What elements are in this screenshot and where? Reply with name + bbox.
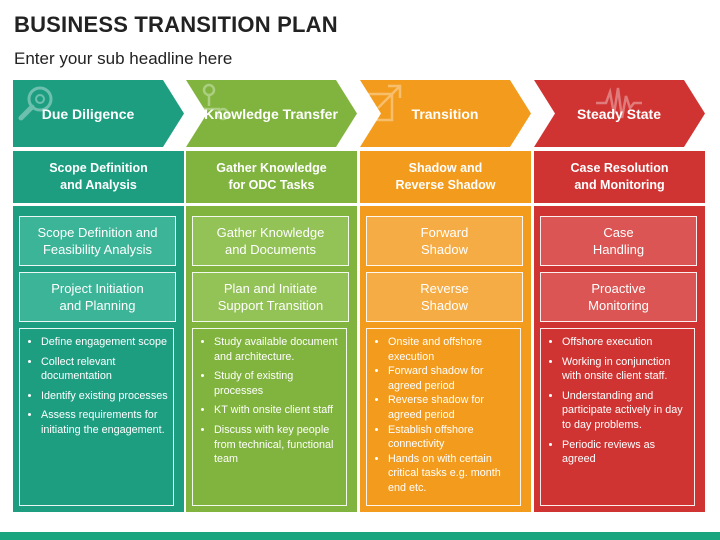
bullet-item: Understanding and participate actively i… [562, 389, 690, 433]
chevron-shape [360, 80, 531, 147]
activity-box: Scope Definition and Feasibility Analysi… [19, 216, 176, 266]
phase-body: Case Handling Proactive Monitoring Offsh… [534, 206, 705, 512]
bullet-item: Assess requirements for initiating the e… [41, 408, 169, 437]
bullet-item: Study of existing processes [214, 369, 342, 398]
bottom-accent-bar [0, 532, 720, 540]
bullet-list-box: Study available document and architectur… [192, 328, 347, 506]
phase-knowledge-transfer: Knowledge Transfer Gather Knowledge for … [186, 80, 357, 512]
phase-body: Gather Knowledge and Documents Plan and … [186, 206, 357, 512]
bullet-item: Identify existing processes [41, 389, 169, 404]
bullet-list-box: Onsite and offshore execution Forward sh… [366, 328, 521, 506]
people-network-icon [188, 83, 230, 121]
activity-box: Reverse Shadow [366, 272, 523, 322]
phase-chevron: Steady State [534, 80, 705, 147]
phase-due-diligence: Due Diligence Scope Definition and Analy… [13, 80, 184, 512]
bullet-item: Offshore execution [562, 335, 690, 350]
phase-steady-state: Steady State Case Resolution and Monitor… [534, 80, 705, 512]
bullet-list: Study available document and architectur… [197, 335, 342, 467]
activity-box: Forward Shadow [366, 216, 523, 266]
activity-box: Case Handling [540, 216, 697, 266]
magnifier-gear-icon [18, 86, 53, 121]
activity-box: Plan and Initiate Support Transition [192, 272, 349, 322]
phase-transition: Transition Shadow and Reverse Shadow For… [360, 80, 531, 512]
arrow-box-icon [364, 84, 402, 122]
phase-header: Gather Knowledge for ODC Tasks [186, 151, 357, 203]
bullet-item: Periodic reviews as agreed [562, 438, 690, 467]
phase-title: Due Diligence [41, 105, 135, 122]
activity-box: Proactive Monitoring [540, 272, 697, 322]
phase-header: Shadow and Reverse Shadow [360, 151, 531, 203]
phase-title: Transition [411, 105, 479, 122]
activity-box: Project Initiation and Planning [19, 272, 176, 322]
bullet-item: KT with onsite client staff [214, 403, 342, 418]
page-title: BUSINESS TRANSITION PLAN [14, 12, 338, 37]
chevron-shape [186, 80, 357, 147]
bullet-list: Offshore execution Working in conjunctio… [545, 335, 690, 467]
bullet-list: Define engagement scope Collect relevant… [24, 335, 169, 438]
bullet-list-box: Define engagement scope Collect relevant… [19, 328, 174, 506]
chevron-shape [13, 80, 184, 147]
chevron-shape [534, 80, 705, 147]
bullet-item: Hands on with certain critical tasks e.g… [388, 452, 516, 496]
heartbeat-line-icon [596, 87, 642, 119]
bullet-list-box: Offshore execution Working in conjunctio… [540, 328, 695, 506]
bullet-item: Collect relevant documentation [41, 355, 169, 384]
bullet-item: Define engagement scope [41, 335, 169, 350]
phase-title: Steady State [576, 105, 662, 122]
phase-header: Case Resolution and Monitoring [534, 151, 705, 203]
bullet-item: Working in conjunction with onsite clien… [562, 355, 690, 384]
phase-title: Knowledge Transfer [204, 105, 338, 122]
bullet-item: Onsite and offshore execution [388, 335, 516, 364]
bullet-item: Study available document and architectur… [214, 335, 342, 364]
phase-chevron: Transition [360, 80, 531, 147]
phase-body: Scope Definition and Feasibility Analysi… [13, 206, 184, 512]
activity-box: Gather Knowledge and Documents [192, 216, 349, 266]
phase-chevron: Knowledge Transfer [186, 80, 357, 147]
page-subtitle: Enter your sub headline here [14, 49, 233, 68]
phase-header: Scope Definition and Analysis [13, 151, 184, 203]
bullet-item: Discuss with key people from technical, … [214, 423, 342, 467]
phase-chevron: Due Diligence [13, 80, 184, 147]
phase-body: Forward Shadow Reverse Shadow Onsite and… [360, 206, 531, 512]
bullet-item: Forward shadow for agreed period [388, 364, 516, 393]
bullet-item: Reverse shadow for agreed period [388, 393, 516, 422]
bullet-item: Establish offshore connectivity [388, 423, 516, 452]
bullet-list: Onsite and offshore execution Forward sh… [371, 335, 516, 496]
